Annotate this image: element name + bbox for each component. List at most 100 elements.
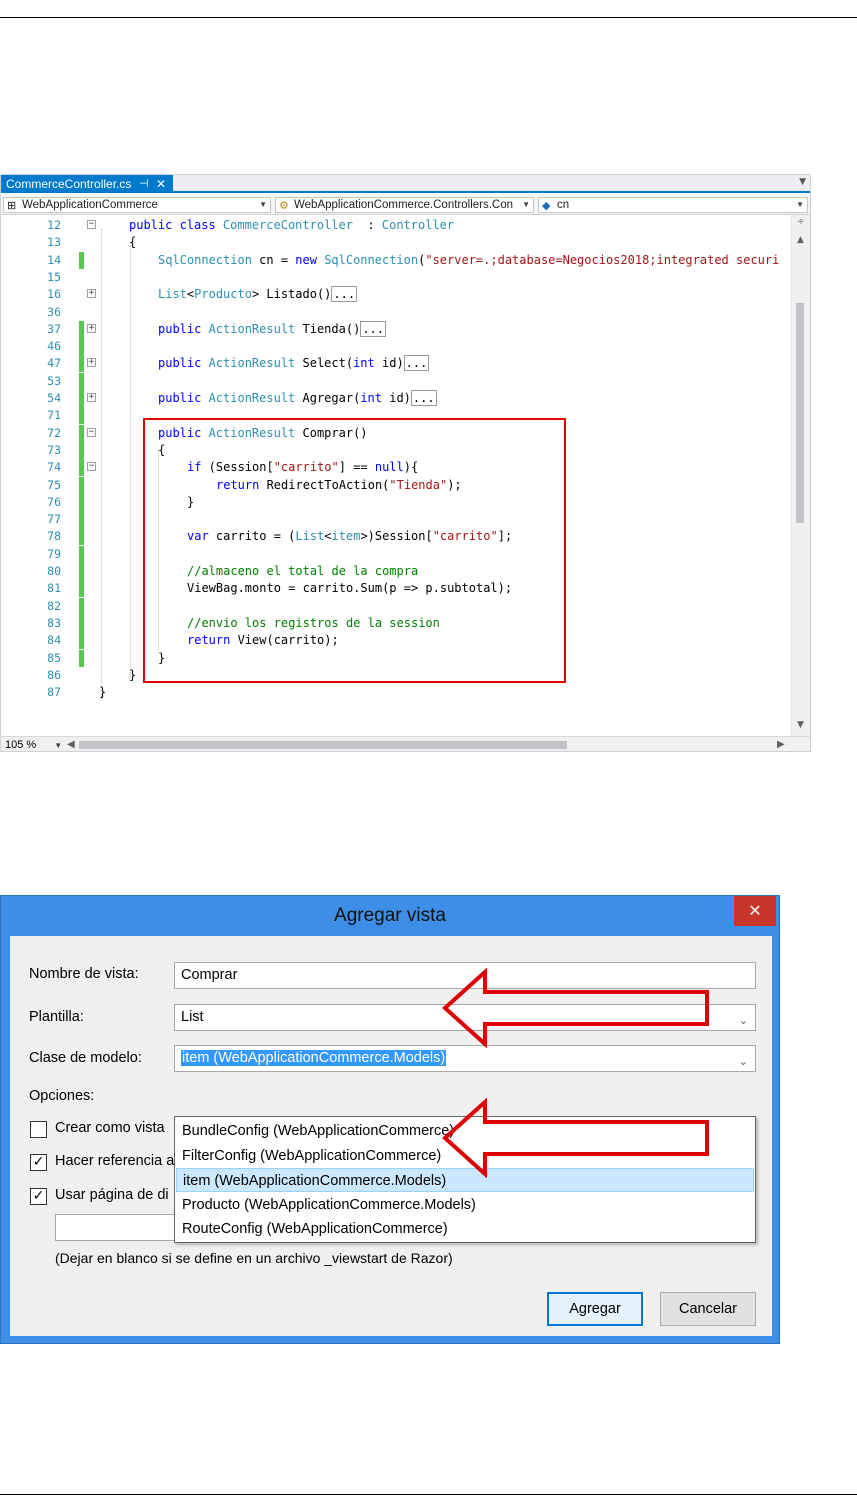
code-token: id) [374,356,404,371]
expand-icon[interactable]: + [87,288,96,299]
code-token: ); [447,477,462,492]
code-line[interactable]: 73{ [1,441,791,459]
collapse-icon[interactable]: − [87,219,96,229]
model-class-dropdown-list[interactable]: BundleConfig (WebApplicationCommerce) Fil… [174,1116,756,1243]
option-checkbox[interactable] [30,1121,47,1138]
model-class-select[interactable]: item (WebApplicationCommerce.Models) ⌄ [174,1045,756,1072]
code-line[interactable]: 72−public ActionResult Comprar() [1,424,791,442]
code-line[interactable]: 85} [1,649,791,667]
code-line[interactable]: 13 { [1,234,791,250]
expand-icon[interactable]: + [87,322,96,333]
code-line[interactable]: 37+public ActionResult Tienda()... [1,320,791,338]
code-line[interactable]: 74−if (Session["carrito"] == null){ [1,459,791,477]
scroll-up-icon[interactable]: ▲ [797,235,804,245]
split-icon[interactable]: ÷ [797,217,805,227]
code-line[interactable]: 77 [1,511,791,529]
add-button[interactable]: Agregar [547,1292,643,1326]
code-area[interactable]: 12−public class CommerceController : Con… [1,215,791,740]
code-line[interactable]: 79 [1,545,791,563]
tab-title: CommerceController.cs [6,177,132,191]
code-token[interactable]: ... [410,390,437,406]
horizontal-scrollbar[interactable]: ◀ ▶ [67,739,787,751]
horizontal-scroll-thumb[interactable] [79,741,567,749]
member-name: cn [557,199,570,211]
chevron-down-icon: ⌄ [738,1015,748,1027]
code-token: ] == [338,460,375,475]
change-marker [79,424,84,442]
code-line[interactable]: 82 [1,597,791,615]
dropdown-option[interactable]: BundleConfig (WebApplicationCommerce) [182,1123,455,1139]
chevron-down-icon: ⌄ [738,1056,748,1068]
code-token[interactable]: ... [331,286,358,303]
tab-commerce-controller[interactable]: CommerceController.cs ⊣ ✕ [1,175,173,193]
code-line[interactable]: 16+List<Producto> Listado()... [1,286,791,303]
code-token: return [187,633,231,648]
code-text: if (Session["carrito"] == null){ [187,459,418,475]
code-line[interactable]: 86} [1,667,791,683]
option-checkbox[interactable]: ✓ [30,1154,47,1171]
code-line[interactable]: 87} [1,684,791,700]
code-line[interactable]: 36 [1,304,791,320]
dropdown-option[interactable]: item (WebApplicationCommerce.Models) [176,1168,754,1193]
code-token[interactable]: ... [403,355,430,372]
code-token: } [187,494,195,509]
collapse-icon[interactable]: − [87,426,96,437]
chevron-down-icon[interactable]: ▼ [799,177,806,187]
scroll-down-icon[interactable]: ▼ [797,720,804,730]
indent-guide [158,450,159,650]
code-text: public ActionResult Comprar() [158,425,368,441]
code-line[interactable]: 83//envio los registros de la session [1,614,791,632]
dropdown-option[interactable]: FilterConfig (WebApplicationCommerce) [182,1147,442,1164]
vertical-scrollbar[interactable]: ÷ ▲ ▼ [791,215,810,740]
class-dropdown[interactable]: ⚙ WebApplicationCommerce.Controllers.Con… [275,197,534,213]
line-number: 14 [47,252,61,267]
line-number: 82 [47,598,61,613]
code-line[interactable]: 15 [1,269,791,285]
line-number: 13 [47,235,61,250]
dropdown-option[interactable]: RouteConfig (WebApplicationCommerce) [182,1221,448,1238]
line-number: 16 [47,287,61,302]
expand-icon[interactable]: + [87,392,96,402]
code-token: ActionResult [208,425,296,440]
close-button[interactable]: ✕ [734,896,776,926]
vertical-scroll-thumb[interactable] [796,303,804,523]
pin-icon[interactable]: ⊣ [139,178,149,190]
change-marker [79,580,84,598]
code-line[interactable]: 76} [1,493,791,511]
close-icon[interactable]: ✕ [156,177,167,191]
code-line[interactable]: 47+public ActionResult Select(int id)... [1,355,791,373]
code-text: public ActionResult Select(int id)... [158,355,430,372]
change-marker [79,614,84,632]
option-checkbox[interactable]: ✓ [30,1188,47,1205]
line-number: 15 [47,269,61,284]
scroll-right-icon[interactable]: ▶ [777,739,785,750]
dropdown-option[interactable]: Producto (WebApplicationCommerce.Models) [182,1196,476,1213]
collapse-icon[interactable]: − [87,461,96,472]
change-marker [79,407,84,425]
code-line[interactable]: 71 [1,407,791,425]
code-token: null [374,460,404,475]
scroll-left-icon[interactable]: ◀ [67,739,75,750]
expand-icon[interactable]: + [87,357,96,368]
project-dropdown[interactable]: ⊞ WebApplicationCommerce ▼ [3,197,271,213]
code-line[interactable]: 54+public ActionResult Agregar(int id)..… [1,390,791,407]
line-number: 46 [47,339,61,354]
code-token[interactable]: ... [360,320,386,337]
code-line[interactable]: 12−public class CommerceController : Con… [1,217,791,233]
cancel-button[interactable]: Cancelar [660,1292,756,1326]
code-line[interactable]: 53 [1,372,791,390]
project-icon: ⊞ [7,200,17,212]
code-text: { [129,234,136,250]
code-line[interactable]: 80//almaceno el total de la compra [1,563,791,580]
member-dropdown[interactable]: ◆ cn ▼ [538,197,808,213]
code-text: public ActionResult Tienda()... [158,320,386,337]
template-label: Plantilla: [29,1009,84,1025]
code-line[interactable]: 46 [1,338,791,356]
code-token: "carrito" [273,460,339,475]
zoom-dropdown[interactable]: 105 %▼ [5,737,62,751]
